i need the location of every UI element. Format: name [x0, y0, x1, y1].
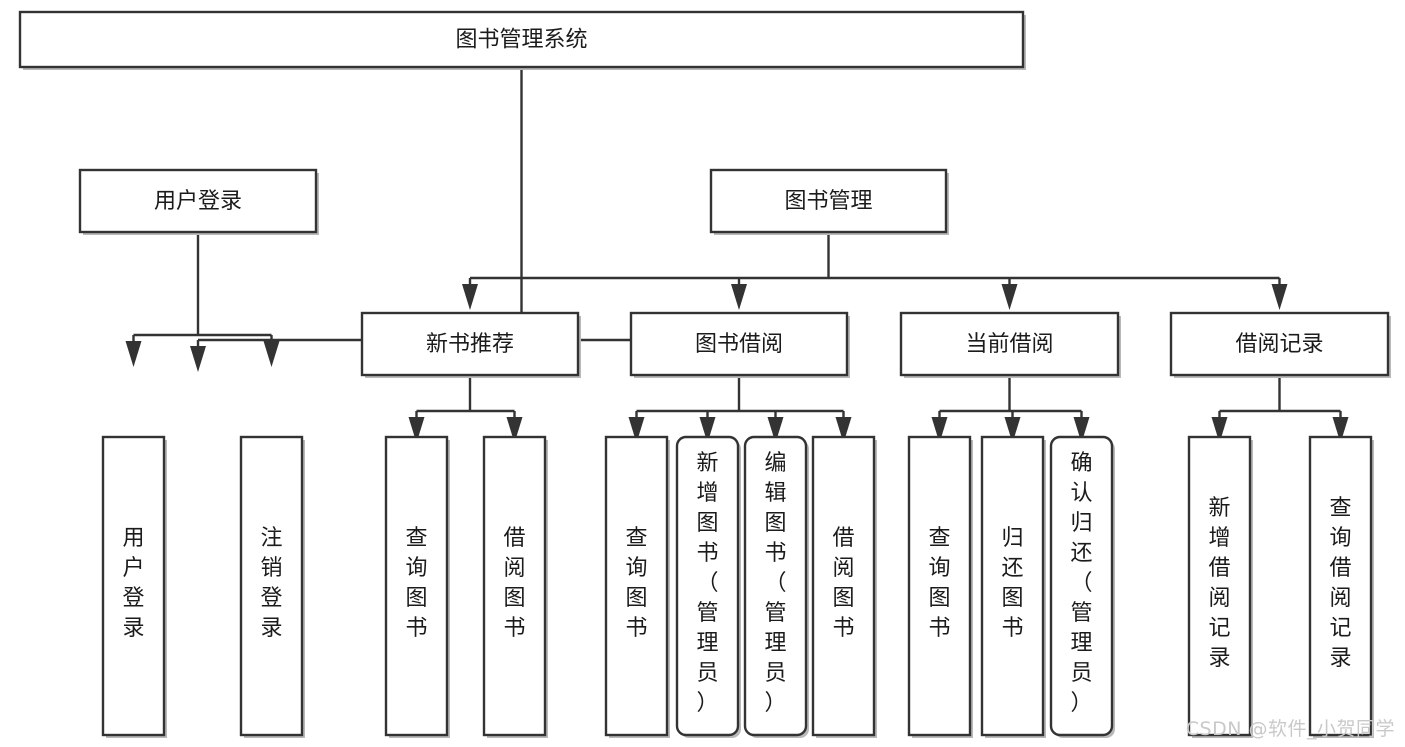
node-label: 借阅图书	[832, 526, 854, 641]
node-label: 当前借阅	[965, 332, 1053, 357]
node-book-borrow[interactable]: 图书借阅	[629, 311, 850, 378]
arrow-head-icon	[190, 346, 206, 372]
arrow-head-icon	[462, 284, 478, 310]
arrow-head-icon	[699, 417, 716, 443]
node-box[interactable]	[604, 435, 669, 737]
node-leaf-borrow-book-1[interactable]: 借阅图书	[482, 435, 548, 738]
node-leaf-query-book-1[interactable]: 查询图书	[384, 435, 450, 738]
csdn-watermark: CSDN @软件_小贺同学	[1185, 718, 1395, 740]
node-label: 新增借阅记录	[1208, 496, 1230, 671]
node-leaf-add-book[interactable]: 新增图书（管理员）	[675, 435, 741, 738]
nodes-layer: 图书管理系统用户登录图书管理新书推荐图书借阅当前借阅借阅记录用户登录注销登录查询…	[18, 10, 1391, 738]
node-label: 用户登录	[154, 189, 242, 214]
node-leaf-query-book-3[interactable]: 查询图书	[907, 435, 973, 738]
node-leaf-user-logout[interactable]: 注销登录	[239, 435, 305, 738]
node-leaf-add-record[interactable]: 新增借阅记录	[1187, 435, 1253, 738]
node-leaf-confirm-return[interactable]: 确认归还（管理员）	[1049, 435, 1115, 738]
node-box[interactable]	[629, 311, 849, 377]
arrow-head-icon	[1073, 417, 1090, 443]
arrow-head-icon	[506, 417, 523, 443]
node-new-book-rec[interactable]: 新书推荐	[360, 311, 581, 378]
node-leaf-edit-book[interactable]: 编辑图书（管理员）	[743, 435, 809, 738]
arrow-head-icon	[628, 417, 645, 443]
node-box[interactable]	[980, 435, 1045, 737]
node-box[interactable]	[18, 10, 1025, 69]
node-leaf-query-record[interactable]: 查询借阅记录	[1308, 435, 1374, 738]
node-box[interactable]	[743, 435, 808, 737]
node-box[interactable]	[907, 435, 972, 737]
node-box[interactable]	[811, 435, 876, 737]
node-leaf-query-book-2[interactable]: 查询图书	[604, 435, 670, 738]
node-label: 查询借阅记录	[1329, 496, 1351, 671]
arrow-head-icon	[731, 284, 747, 310]
node-book-manage[interactable]: 图书管理	[709, 168, 949, 235]
node-label: 借阅记录	[1235, 332, 1323, 357]
node-leaf-user-login[interactable]: 用户登录	[101, 435, 167, 738]
node-label: 查询图书	[405, 526, 427, 641]
arrow-head-icon	[1332, 417, 1349, 443]
arrow-head-icon	[1271, 284, 1288, 310]
node-box[interactable]	[360, 311, 580, 377]
node-label: 归还图书	[1001, 526, 1023, 641]
node-label: 确认归还（管理员）	[1070, 451, 1092, 716]
arrow-head-icon	[835, 417, 852, 443]
arrow-head-icon	[1004, 417, 1021, 443]
node-box[interactable]	[482, 435, 547, 737]
node-box[interactable]	[1187, 435, 1252, 737]
arrow-head-icon	[125, 341, 142, 367]
arrow-head-icon	[408, 417, 425, 443]
node-label: 图书借阅	[695, 332, 783, 357]
arrow-head-icon	[1001, 284, 1018, 310]
node-box[interactable]	[78, 168, 318, 234]
node-label: 新书推荐	[426, 332, 514, 357]
arrow-head-icon	[1211, 417, 1228, 443]
node-box[interactable]	[239, 435, 304, 737]
node-box[interactable]	[384, 435, 449, 737]
node-box[interactable]	[1049, 435, 1114, 737]
node-label: 注销登录	[260, 526, 282, 641]
arrow-head-icon	[263, 341, 280, 367]
node-current-borrow[interactable]: 当前借阅	[899, 311, 1121, 378]
node-leaf-return-book[interactable]: 归还图书	[980, 435, 1046, 738]
node-box[interactable]	[1169, 311, 1390, 377]
node-box[interactable]	[709, 168, 948, 234]
node-box[interactable]	[899, 311, 1120, 377]
node-label: 新增图书（管理员）	[696, 451, 718, 716]
node-box[interactable]	[1308, 435, 1373, 737]
node-label: 图书管理系统	[455, 28, 587, 53]
arrow-head-icon	[931, 417, 948, 443]
node-label: 查询图书	[625, 526, 647, 641]
node-label: 借阅图书	[503, 526, 525, 641]
node-borrow-record[interactable]: 借阅记录	[1169, 311, 1391, 378]
node-leaf-borrow-book-2[interactable]: 借阅图书	[811, 435, 877, 738]
node-root[interactable]: 图书管理系统	[18, 10, 1026, 70]
node-label: 编辑图书（管理员）	[764, 451, 786, 716]
node-label: 图书管理	[784, 189, 872, 214]
node-label: 用户登录	[122, 526, 144, 641]
connectors-layer	[125, 67, 1349, 443]
node-label: 查询图书	[928, 526, 950, 641]
node-user-login[interactable]: 用户登录	[78, 168, 319, 235]
node-box[interactable]	[675, 435, 740, 737]
arrow-head-icon	[767, 417, 784, 443]
node-box[interactable]	[101, 435, 166, 737]
